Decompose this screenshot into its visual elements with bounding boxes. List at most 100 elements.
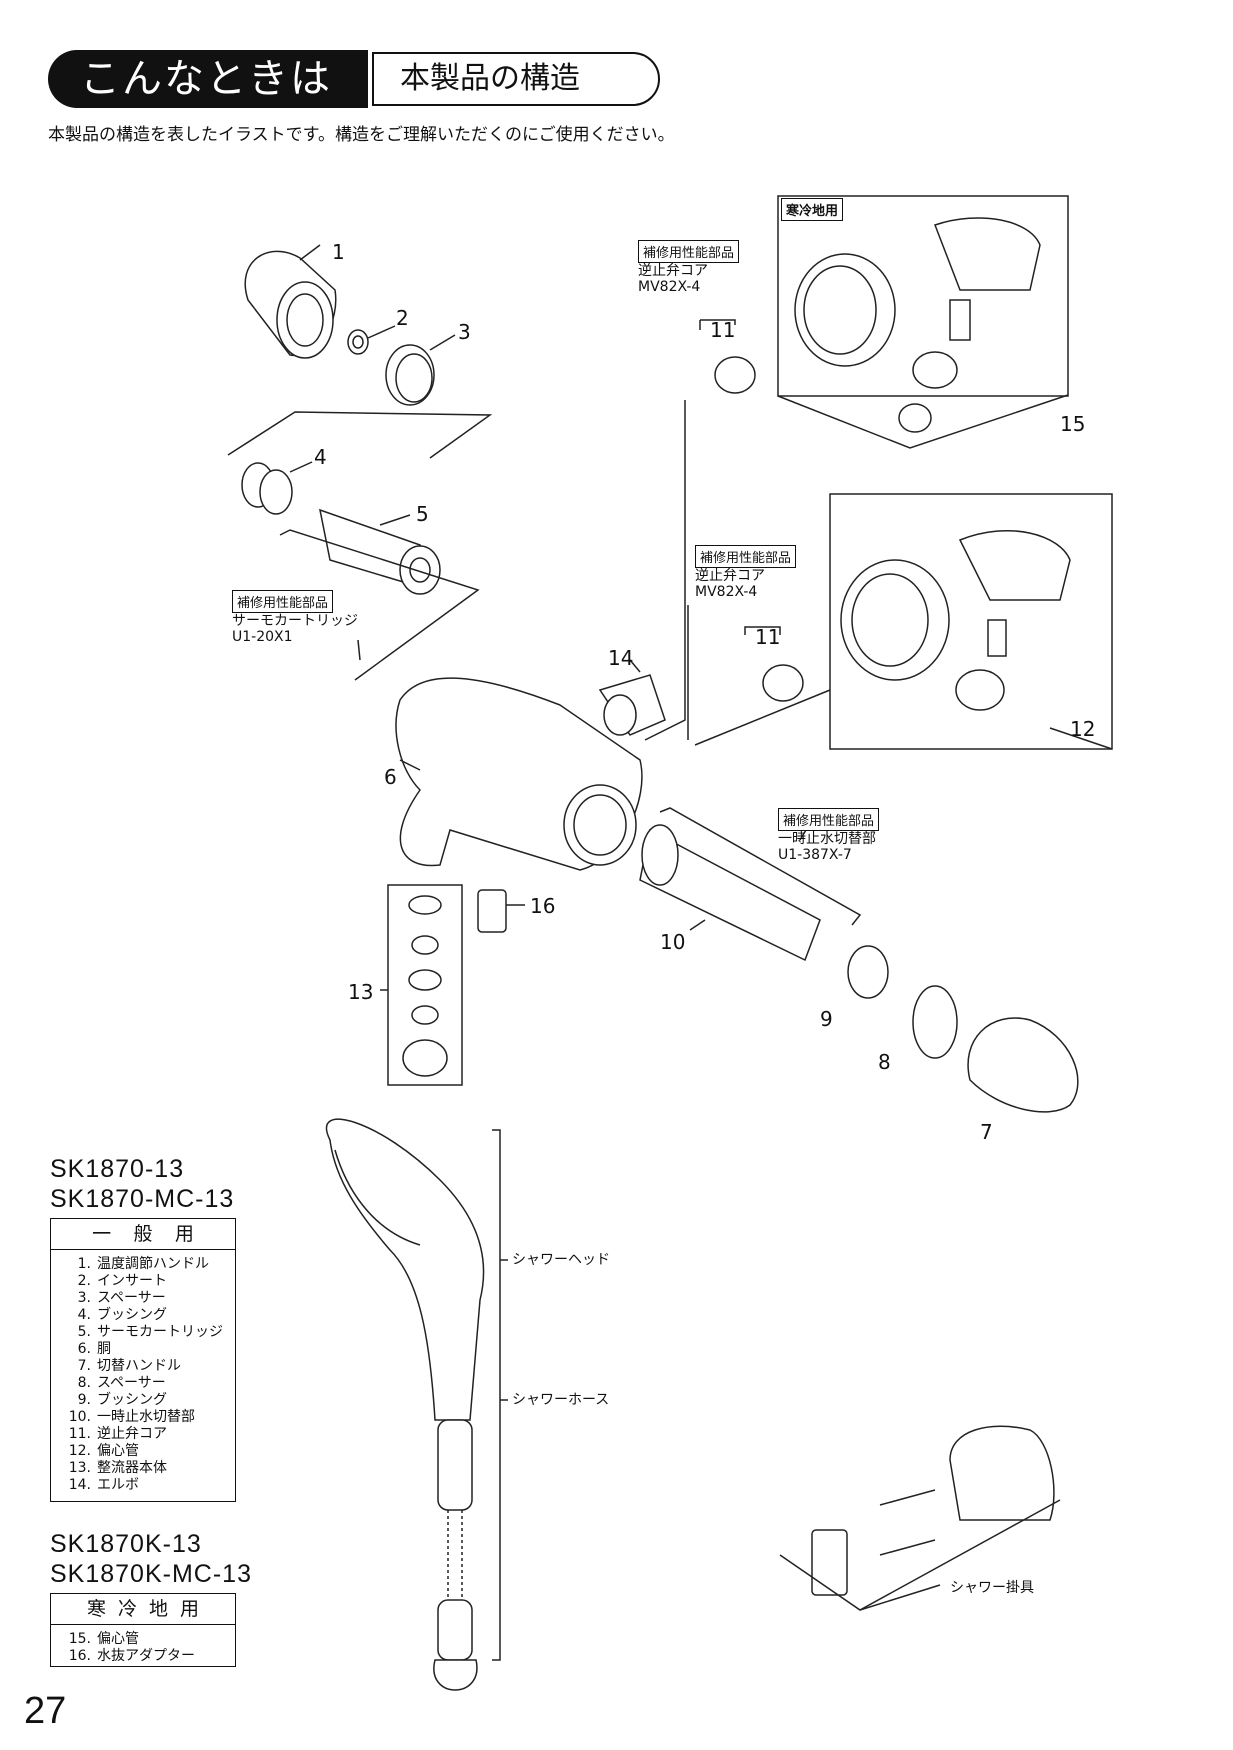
section-title: こんなときは [48,50,368,108]
model-general-2: SK1870-MC-13 [50,1185,235,1213]
repair-part-code: U1-387X-7 [778,847,852,863]
shower-hose-drawing [433,1419,478,1691]
part-number: 1. [77,1256,91,1272]
page-number: 27 [24,1690,67,1732]
part-name: 逆止弁コア [97,1426,167,1442]
shower-holder-label: シャワー掛具 [950,1580,1034,1596]
parts-list-item: 12. 偏心管 [65,1443,235,1460]
model-cold-2: SK1870K-MC-13 [50,1560,252,1588]
eccentric-pipe-part-15 [794,217,1041,433]
head-hose-bracket [492,1129,501,1661]
shower-head-drawing [325,1118,485,1421]
callout-14: 14 [608,646,634,670]
part-name: サーモカートリッジ [97,1324,223,1340]
part-number: 2. [77,1273,91,1289]
part-number: 12. [68,1443,91,1459]
parts-list-item: 14. エルボ [65,1477,235,1494]
shower-hose-label: シャワーホース [512,1392,610,1408]
callout-12: 12 [1070,717,1096,741]
part-number: 13. [68,1460,91,1476]
spacer-part-8 [912,985,958,1059]
header-char: 用 [174,1223,194,1245]
parts-list-item: 16. 水抜アダプター [65,1648,235,1665]
part-number: 9. [77,1392,91,1408]
part-name: スペーサー [97,1375,166,1391]
part-name: インサート [97,1273,167,1289]
intro-text: 本製品の構造を表したイラストです。構造をご理解いただくのにご使用ください。 [48,125,675,145]
part-name: 温度調節ハンドル [97,1256,209,1272]
callout-16: 16 [530,894,556,918]
callout-7: 7 [980,1120,993,1144]
header-char: 寒 [86,1598,106,1620]
repair-part-name: 逆止弁コア [638,263,708,279]
part-name: ブッシング [97,1307,167,1323]
part-number: 4. [77,1307,91,1323]
cold-region-box [777,195,1069,397]
body-part [395,677,643,871]
temperature-handle-part [244,244,337,359]
repair-note-stop-switch: 補修用性能部品 一時止水切替部 U1-387X-7 [778,808,880,863]
section-subtitle: 本製品の構造 [372,52,660,106]
part-name: エルボ [97,1477,139,1493]
part-number: 10. [68,1409,91,1425]
model-general-1: SK1870-13 [50,1155,185,1183]
callout-11a: 11 [710,318,736,342]
part-name: 整流器本体 [97,1460,167,1476]
part-name: 偏心管 [97,1631,139,1647]
bushing-part-4 [241,461,313,515]
part-name: 一時止水切替部 [97,1409,195,1425]
part-number: 5. [77,1324,91,1340]
repair-tag: 補修用性能部品 [695,545,797,568]
part-number: 11. [68,1426,91,1442]
parts-list-item: 13. 整流器本体 [65,1460,235,1477]
callout-2: 2 [396,306,409,330]
repair-part-code: MV82X-4 [638,279,701,295]
parts-list-item: 10. 一時止水切替部 [65,1409,235,1426]
part-number: 6. [77,1341,91,1357]
repair-note-check-valve-a: 補修用性能部品 逆止弁コア MV82X-4 [638,240,740,295]
part-name: 水抜アダプター [97,1648,195,1664]
parts-list-item: 15.偏心管 [65,1631,235,1648]
parts-list-item: 4. ブッシング [65,1307,235,1324]
part-name: スペーサー [97,1290,166,1306]
callout-11b: 11 [755,625,781,649]
cold-region-label: 寒冷地用 [781,198,844,221]
callout-3: 3 [458,320,471,344]
repair-part-name: サーモカートリッジ [232,613,358,629]
repair-part-code: U1-20X1 [232,629,293,645]
part-number: 16. [68,1648,91,1664]
shower-holder-drawing [811,1425,1055,1596]
part-number: 14. [68,1477,91,1493]
parts-list-item: 5. サーモカートリッジ [65,1324,235,1341]
thermo-cartridge-part [319,508,441,595]
model-cold-1: SK1870K-13 [50,1530,202,1558]
parts-list-item: 8.スペーサー [65,1375,235,1392]
part-number: 7. [77,1358,91,1374]
check-valve-part-b [744,626,804,702]
repair-note-thermo-cartridge: 補修用性能部品 サーモカートリッジ U1-20X1 [232,590,358,645]
insert-part [347,325,396,355]
repair-tag: 補修用性能部品 [778,808,880,831]
switch-handle-part [967,1017,1079,1113]
check-valve-part-a [699,319,756,394]
elbow-part [598,659,666,736]
callout-9: 9 [820,1007,833,1031]
header-char: 般 [133,1223,153,1245]
parts-list-item: 6. 胴 [65,1341,235,1358]
part-name: 偏心管 [97,1443,139,1459]
callout-15: 15 [1060,412,1086,436]
eccentric-pipe-box [829,493,1113,750]
parts-list-item: 9.ブッシング [65,1392,235,1409]
part-number: 3. [77,1290,91,1306]
header-char: 地 [148,1598,168,1620]
repair-note-check-valve-b: 補修用性能部品 逆止弁コア MV82X-4 [695,545,797,600]
header-char: 冷 [117,1598,137,1620]
shower-head-label: シャワーヘッド [512,1252,610,1268]
part-name: 胴 [97,1341,111,1357]
parts-table-header: 寒 冷 地 用 [51,1594,235,1625]
parts-list-item: 7.切替ハンドル [65,1358,235,1375]
parts-list-item: 2. インサート [65,1273,235,1290]
